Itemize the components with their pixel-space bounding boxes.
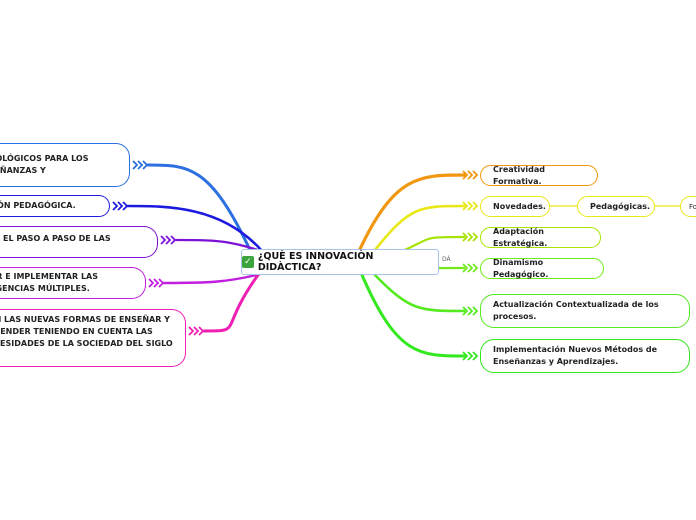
connector-right-4 bbox=[373, 273, 466, 313]
node-label: Adaptación Estratégica. bbox=[493, 226, 548, 248]
connector-left-3 bbox=[162, 270, 270, 285]
node-label: Dinamismo Pedagógico. bbox=[493, 257, 549, 279]
connector-right-5 bbox=[360, 273, 466, 358]
node-creatividad-formativa[interactable]: Creatividad Formativa. bbox=[480, 165, 598, 186]
node-label: CAR EL PASO A PASO DE LAS bbox=[0, 234, 111, 243]
node-label: SON LAS NUEVAS FORMAS DE ENSEÑAR Y APREN… bbox=[0, 315, 173, 360]
chevron-right-icon bbox=[462, 232, 479, 242]
connector-right-0 bbox=[358, 173, 466, 251]
chevron-right-icon bbox=[148, 278, 165, 288]
connector-left-4 bbox=[202, 273, 260, 333]
node-left-inteligencias-multiples[interactable]: LUIR E IMPLEMENTAR LAS ELIGENCIAS MÚLTIP… bbox=[0, 267, 146, 299]
chevron-right-icon bbox=[160, 235, 177, 245]
node-label: Actualización Contextualizada de los pro… bbox=[493, 300, 659, 321]
central-topic[interactable]: ✓ ¿QUÈ ES INNOVACIÒN DIDÀCTICA? bbox=[241, 249, 439, 275]
node-label: Novedades. bbox=[493, 201, 546, 211]
node-label: ACIÓN PEDAGÓGICA. bbox=[0, 201, 76, 210]
central-topic-label: ¿QUÈ ES INNOVACIÒN DIDÀCTICA? bbox=[257, 251, 374, 273]
chevron-right-icon bbox=[462, 201, 479, 211]
node-left-metodologicos[interactable]: ODOLÓGICOS PARA LOS NSEÑANZAS Y bbox=[0, 143, 130, 187]
chevron-right-icon bbox=[132, 160, 149, 170]
chevron-right-icon bbox=[462, 306, 479, 316]
node-dinamismo-pedagogico[interactable]: Dinamismo Pedagógico. bbox=[480, 258, 604, 279]
connector-right-2 bbox=[398, 235, 466, 254]
node-actualizacion-contextualizada[interactable]: Actualización Contextualizada de los pro… bbox=[480, 294, 690, 328]
chevron-right-icon bbox=[462, 351, 479, 361]
connector-left-0 bbox=[146, 163, 252, 252]
checkbox-icon: ✓ bbox=[242, 256, 254, 268]
node-label: Pedagógicas. bbox=[590, 201, 651, 211]
chevron-right-icon bbox=[462, 170, 479, 180]
chevron-right-icon bbox=[188, 326, 205, 336]
node-implementacion-nuevos-metodos[interactable]: Implementación Nuevos Métodos de Enseñan… bbox=[480, 339, 690, 373]
node-label: LUIR E IMPLEMENTAR LAS ELIGENCIAS MÚLTIP… bbox=[0, 272, 98, 293]
node-pedagogicas[interactable]: Pedagógicas. bbox=[577, 196, 655, 217]
connector-left-1 bbox=[126, 204, 264, 253]
chevron-right-icon bbox=[112, 201, 129, 211]
node-label: Creatividad Formativa. bbox=[493, 164, 546, 186]
node-label: Implementación Nuevos Métodos de Enseñan… bbox=[493, 345, 658, 366]
node-label: Fo bbox=[689, 202, 696, 211]
node-left-paso-a-paso[interactable]: CAR EL PASO A PASO DE LAS bbox=[0, 226, 158, 258]
node-adaptacion-estrategica[interactable]: Adaptación Estratégica. bbox=[480, 227, 601, 248]
node-label: ODOLÓGICOS PARA LOS NSEÑANZAS Y bbox=[0, 154, 89, 175]
node-novedades[interactable]: Novedades. bbox=[480, 196, 550, 217]
connector-right-1 bbox=[373, 204, 466, 252]
chevron-right-icon bbox=[462, 263, 479, 273]
node-left-innovacion-pedagogica[interactable]: ACIÓN PEDAGÓGICA. bbox=[0, 195, 110, 217]
node-left-nuevas-formas[interactable]: SON LAS NUEVAS FORMAS DE ENSEÑAR Y APREN… bbox=[0, 309, 186, 367]
node-far-fragment[interactable]: Fo bbox=[680, 196, 696, 217]
hidden-label-fragment: DÁ bbox=[442, 256, 451, 263]
